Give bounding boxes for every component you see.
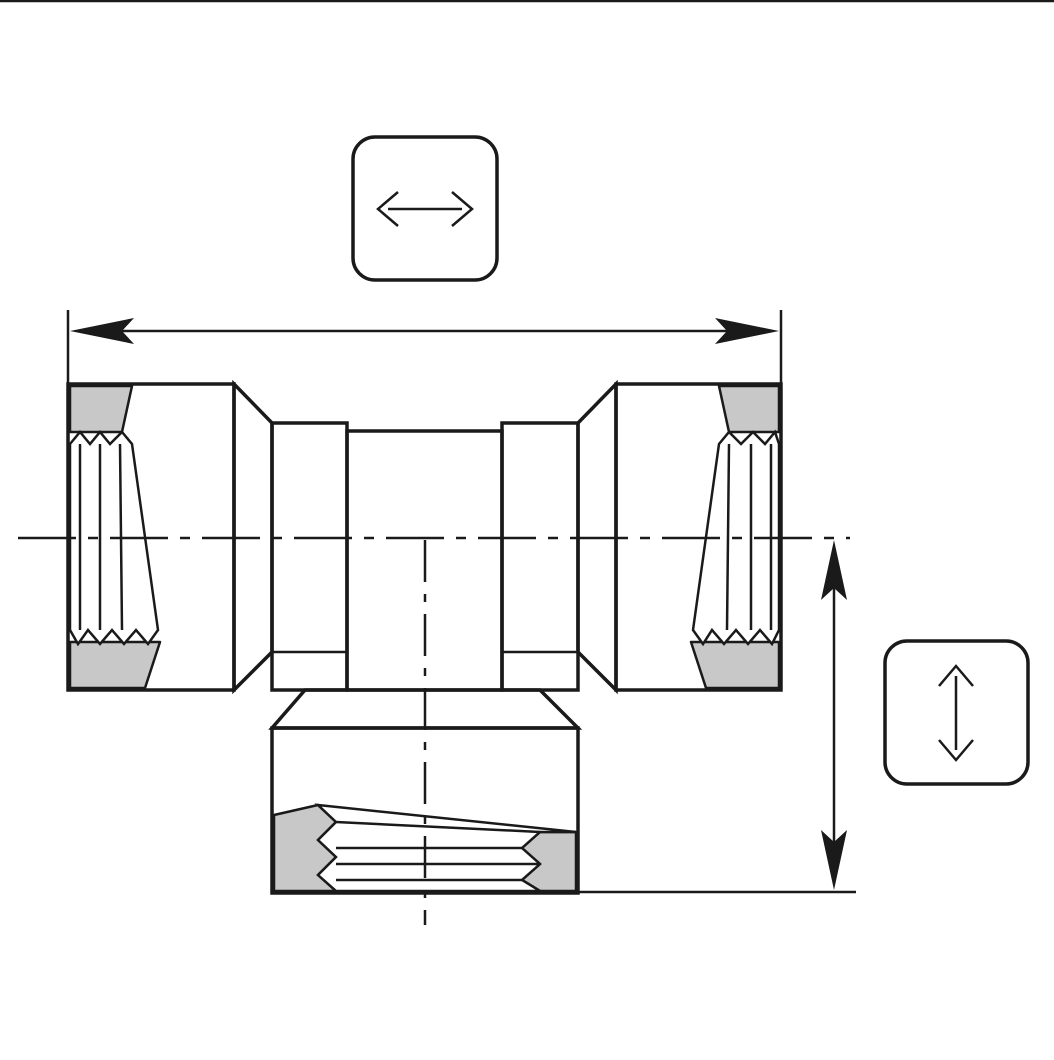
vertical-double-arrow-icon [883,639,1030,786]
horizontal-badge-head-left [376,191,399,227]
length-arrow-left [70,318,134,344]
right-hub [500,421,580,692]
length-dimension [66,310,783,384]
left-hub [270,421,349,692]
right-thread-root-1 [725,443,731,631]
horizontal-badge-head-right [451,191,474,227]
height-arrow-top [821,540,847,600]
branch-thread-root-1 [335,820,541,834]
horizontal-double-arrow-icon [351,135,499,282]
left-thread-hatch-top [68,384,134,434]
vertical-badge-head-bottom [938,739,974,762]
left-thread-hatch-bottom [68,640,162,690]
branch-thread [272,803,578,893]
vertical-badge-head-top [938,664,974,687]
height-dimension [578,540,856,894]
height-arrow-bottom [821,830,847,890]
right-thread-hatch-bottom [689,640,781,690]
right-thread-hatch-top [717,384,781,434]
length-arrow-right [715,318,779,344]
